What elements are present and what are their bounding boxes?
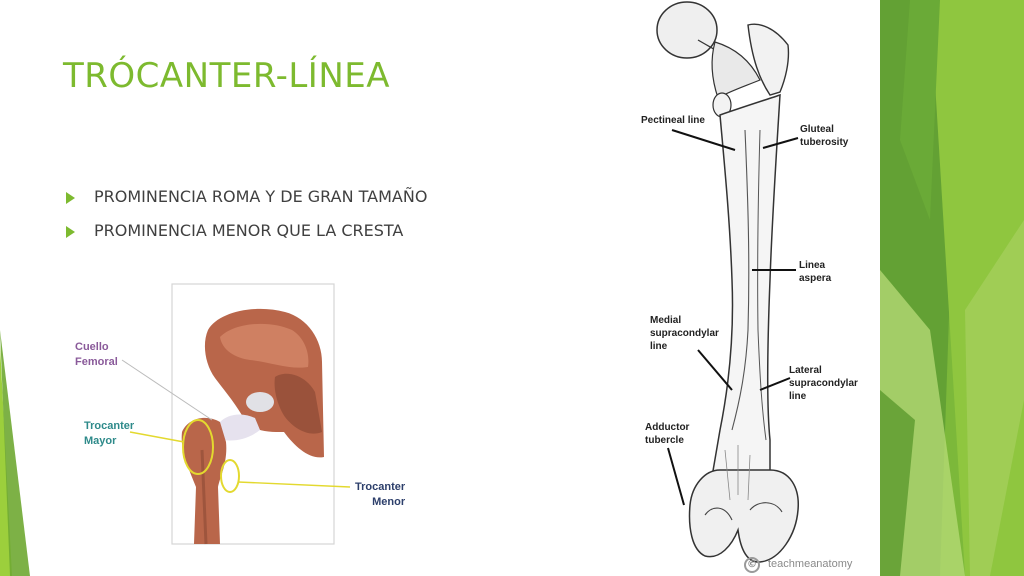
bullet-item: PROMINENCIA ROMA Y DE GRAN TAMAÑO: [64, 185, 427, 219]
label-linea-aspera: Linea aspera: [799, 260, 832, 284]
label-gluteal-tuberosity: Gluteal tuberosity: [800, 124, 849, 148]
bullet-item: PROMINENCIA MENOR QUE LA CRESTA: [64, 219, 427, 253]
decorative-right-panel: [880, 0, 1024, 576]
triangle-bullet-icon: [66, 226, 75, 238]
copyright-icon: ©: [744, 557, 760, 573]
label-adductor-tubercle: Adductor tubercle: [645, 422, 690, 446]
slide-title: TRÓCANTER-LÍNEA: [63, 56, 390, 96]
hip-illustration: [121, 283, 351, 545]
bullet-list: PROMINENCIA ROMA Y DE GRAN TAMAÑO PROMIN…: [64, 185, 427, 253]
label-medial-supracondylar-line: Medial supracondylar line: [650, 315, 719, 352]
label-lateral-supracondylar-line: Lateral supracondylar line: [789, 365, 858, 402]
label-trocanter-mayor: Trocanter Mayor: [84, 420, 135, 447]
label-cuello-femoral: Cuello Femoral: [75, 341, 118, 368]
bullet-text: PROMINENCIA MENOR QUE LA CRESTA: [94, 221, 404, 240]
bullet-text: PROMINENCIA ROMA Y DE GRAN TAMAÑO: [94, 187, 428, 206]
label-pectineal-line: Pectineal line: [641, 115, 705, 126]
decorative-left-shape: [0, 330, 30, 576]
femur-illustration: [620, 0, 880, 576]
label-trocanter-menor: Trocanter Menor: [355, 481, 406, 508]
watermark-text: teachmeanatomy: [768, 558, 853, 570]
triangle-bullet-icon: [66, 192, 75, 204]
